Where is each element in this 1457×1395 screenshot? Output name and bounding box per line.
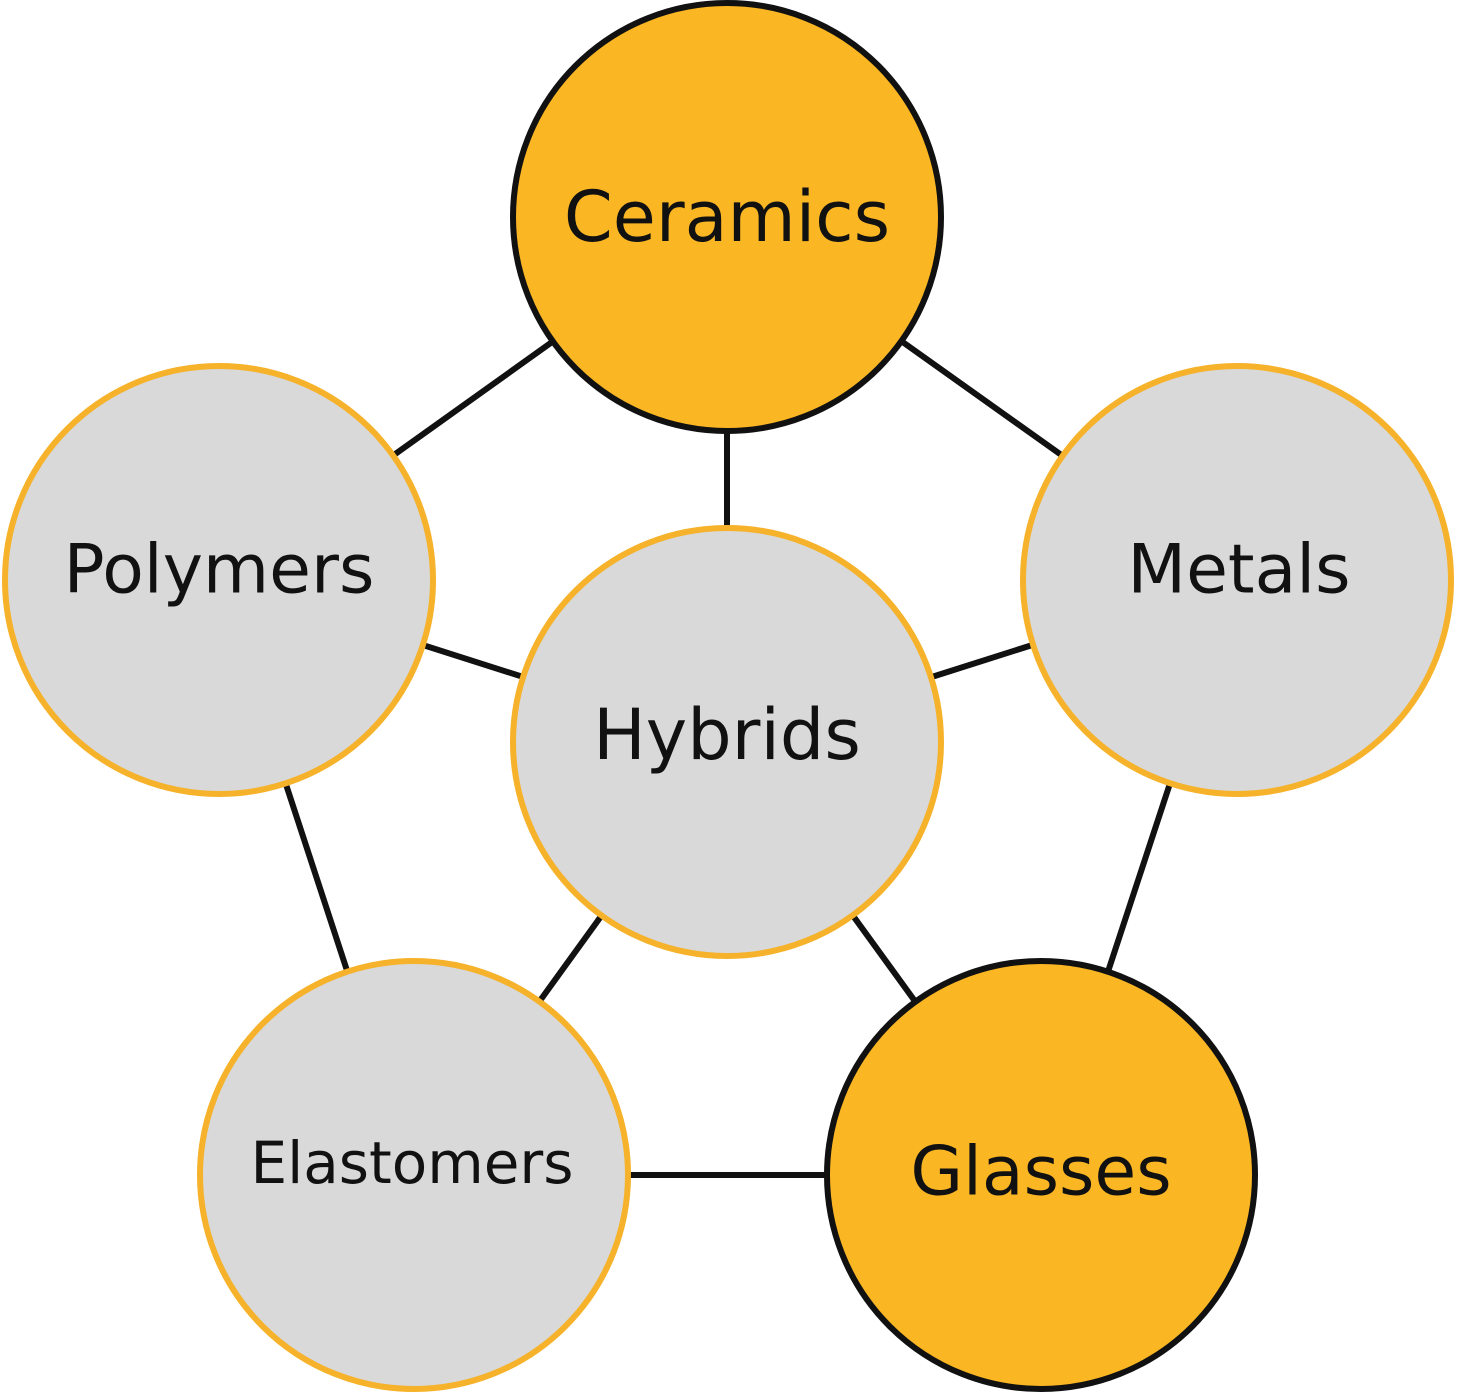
node-elastomers: Elastomers	[197, 958, 631, 1392]
node-polymers: Polymers	[2, 363, 436, 797]
node-ceramics-circle	[510, 0, 944, 434]
node-hybrids-label: Hybrids	[593, 694, 861, 776]
node-glasses: Glasses	[824, 958, 1258, 1392]
node-ceramics-label: Ceramics	[564, 176, 890, 258]
node-polymers-circle	[2, 363, 436, 797]
node-metals-label: Metals	[1127, 531, 1350, 610]
node-metals: Metals	[1020, 363, 1454, 797]
node-glasses-label: Glasses	[910, 1133, 1171, 1212]
node-metals-circle	[1020, 363, 1454, 797]
node-elastomers-circle	[197, 958, 631, 1392]
node-elastomers-label: Elastomers	[251, 1129, 574, 1197]
node-ceramics: Ceramics	[510, 0, 944, 434]
node-hybrids-circle	[510, 525, 944, 959]
node-hybrids: Hybrids	[510, 525, 944, 959]
node-glasses-circle	[824, 958, 1258, 1392]
node-polymers-label: Polymers	[64, 531, 375, 610]
